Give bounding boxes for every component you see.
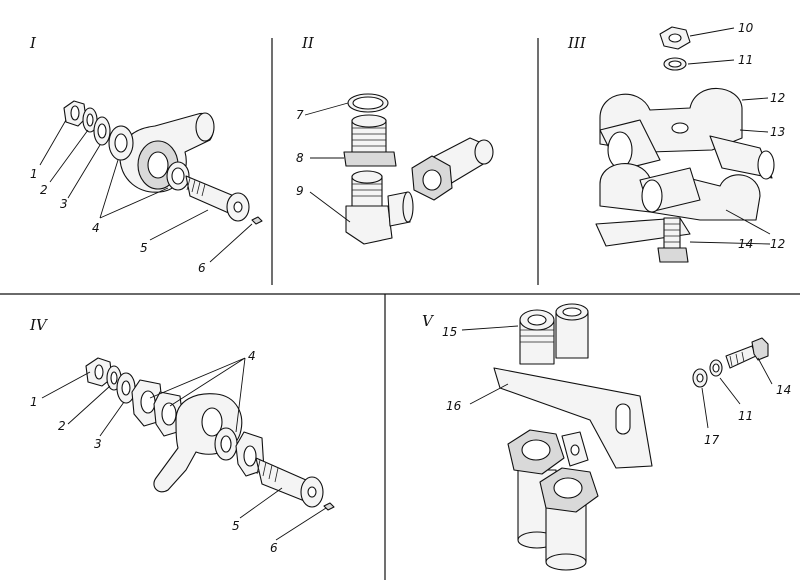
panel-v-fitting-threaded-bore [527,314,547,326]
panel-iii-label-13: 13 [770,125,785,139]
panel-ii-leaders [304,102,351,223]
panel-iv-label-6: 6 [270,541,278,555]
panel-v-fitting-threadlines [520,329,554,343]
panel-iii-pipe-right [709,135,773,179]
panel-v-bolt-14-threadlines [729,351,745,367]
panel-i-label-5: 5 [140,241,148,255]
panel-ii-nut-fitting-end [474,139,494,165]
panel-iv-lever-eye [201,407,223,437]
panel-i-label-1: 1 [30,167,38,181]
panel-i-label-2: 2 [40,183,48,197]
panel-v-nut-left-bore [521,439,551,461]
panel-iv-spacer-b-hole [161,402,177,426]
panel-iv-pin-thread [256,459,279,483]
panel-i-label-6: 6 [198,261,206,275]
panel-v-numeral: V [422,312,435,330]
panel-i-numeral: I [29,34,37,52]
panel-v-tab-hole [570,444,580,456]
panel-iii-leaders [687,27,771,245]
panel-ii-ring-hole [352,96,384,110]
panel-ii-elbow-threadlines [352,183,382,197]
panel-ii-elbow-top [351,170,383,184]
panel-iii-numeral: III [567,34,587,52]
panel-iv-nut-bore [94,364,104,380]
panel-v-fitting-plain-bore [562,307,582,317]
panel-ii-union-top [351,114,387,128]
panel-iii-lock-washer-hole [668,60,682,68]
panel-v-label-11: 11 [738,409,753,423]
panel-iii-pipe-lower-end [641,179,663,213]
panel-iii-label-10: 10 [738,21,754,35]
panel-iv-label-2: 2 [58,419,66,433]
panel-iii-bolt-shank [663,217,681,249]
panel-v-nut-right-bore [553,477,583,499]
panel-iv-spacer-a-hole [140,390,156,414]
panel-i-washer-2-hole [86,113,94,127]
panel-iv-pin-head-hole [307,486,317,498]
panel-iv-label-5: 5 [232,519,240,533]
panel-i-pin-thread [186,177,206,197]
panel-iv-washer-4a-hole [220,435,232,453]
panel-iv-leaders [41,357,327,541]
panel-i-pin-head-hole [233,201,243,213]
panel-ii-label-9: 9 [296,184,304,198]
panel-v-label-17: 17 [704,433,720,447]
panel-iii-pipe-left-end [607,131,633,169]
panel-v-bolt-14-head [751,337,769,361]
panel-iii-pipe-right-end [757,150,775,180]
panel-v-label-14: 14 [776,383,791,397]
panel-v-label-16: 16 [446,399,462,413]
panel-iii-upper-bolt-hole [671,122,689,134]
panel-i-label-3: 3 [60,197,68,211]
panel-ii-union-hex [343,151,397,167]
panel-i-grease-fitting [251,216,263,225]
panel-i-lever-end [195,112,215,142]
panel-ii-elbow-side-end [402,191,414,223]
panel-ii-elbow-body [345,205,393,245]
panel-v-label-15: 15 [442,325,457,339]
panel-iii-nut-bore [668,33,682,43]
panel-v-washer-17-hole [696,373,704,383]
panel-ii-label-7: 7 [296,108,304,122]
panel-iii-label-12-bottom: 12 [770,237,785,251]
panel-i-leaders [39,119,253,263]
panel-iii-label-14: 14 [738,237,753,251]
panel-ii-numeral: II [301,34,315,52]
panel-iii-bolt-head [657,247,689,263]
panel-i-nut-bore [70,105,80,121]
panel-iv: IV 1 2 3 4 5 6 [29,316,335,555]
panel-iv-washer-3-hole [121,380,131,396]
panel-iii-label-11: 11 [738,53,753,67]
panel-iv-label-3: 3 [94,437,102,451]
panel-v-leaders [461,325,773,429]
panel-iv-washer-2-hole [110,371,118,385]
panel-iii-bolt-threadlines [664,223,680,243]
panel-iii: III 10 11 12 13 14 12 [567,21,785,263]
panel-iv-grease-fitting [323,502,335,511]
panel-ii-union-threadlines [352,127,386,147]
panel-ii-label-8: 8 [296,151,304,165]
panel-v-bracket-slot [615,403,631,435]
panel-ii-nut-bore [422,169,442,191]
panel-i-washer-3-hole [97,123,107,139]
panel-i-washer-4a-hole [114,133,128,153]
panel-ii: II 7 8 9 [296,34,494,245]
panel-i-lever-bore [147,151,169,179]
panel-iii-label-12-top: 12 [770,91,785,105]
panel-v-pipe-right-end [545,553,587,571]
panel-v: V 15 16 14 11 17 [422,303,791,571]
panel-v-lock-washer-11-hole [712,363,720,373]
panel-i-label-4: 4 [92,221,100,235]
panel-i-washer-4b-hole [171,167,185,185]
panel-iv-label-1: 1 [30,395,38,409]
panel-iv-numeral: IV [29,316,49,334]
panel-iv-spacer-c-hole [243,445,257,467]
panel-i: I 1 2 3 4 5 6 [29,34,263,275]
panel-iv-label-4: 4 [248,349,256,363]
